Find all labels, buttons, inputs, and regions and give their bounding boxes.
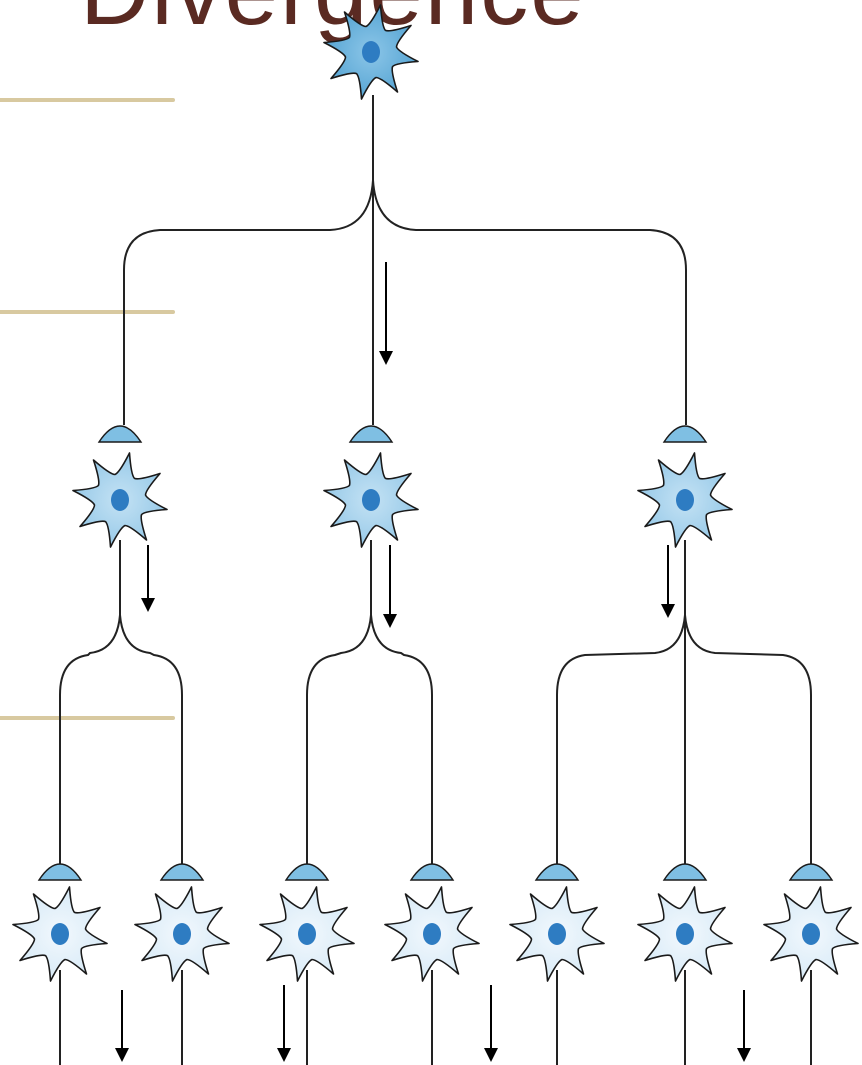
second-order-neuron-3-terminal [662,425,708,443]
third-order-neuron-5-terminal [534,863,580,881]
third-order-neuron-4 [384,886,480,982]
second-order-neuron-1-branch-right [119,614,183,868]
second-order-neuron-1-branch-left [59,614,121,868]
third-order-neuron-2-nucleus [173,923,191,945]
second-order-neuron-2-nucleus [362,489,380,511]
third-order-neuron-1 [12,886,108,982]
second-order-neuron-1-arrow-head [141,598,155,612]
third-order-neuron-2 [134,886,230,982]
axon-branches [59,95,812,1065]
second-order-neuron-1-terminal [97,425,143,443]
third-order-neuron-1-terminal [37,863,83,881]
third-order-neuron-7-terminal [788,863,834,881]
third-order-neuron-5-nucleus [548,923,566,945]
second-order-neuron-1-arrow [141,545,155,612]
neuron-bodies [12,4,859,982]
bottom-arrow-2 [277,985,291,1062]
second-order-neuron-2-terminal [348,425,394,443]
second-order-neuron-2-arrow [383,545,397,628]
branch-left [123,179,374,425]
second-order-neuron-1-nucleus [111,489,129,511]
bottom-arrow-3-head [484,1048,498,1062]
third-order-neuron-6-nucleus [676,923,694,945]
second-order-neuron-3-branch-left [556,614,686,868]
second-order-neuron-3-nucleus [676,489,694,511]
slide-title: Divergence [80,0,586,42]
third-order-neuron-3 [259,886,355,982]
bottom-arrow-4-head [737,1048,751,1062]
branch-right [372,179,687,425]
bottom-arrow-1-head [115,1048,129,1062]
second-order-neuron-3-branch-right [684,614,812,868]
second-order-neuron-1 [72,452,168,548]
second-order-neuron-3-arrow [661,545,675,618]
third-order-neuron-6-terminal [662,863,708,881]
signal-arrows [115,262,751,1062]
presynaptic-neuron-nucleus [362,41,380,63]
synaptic-terminals [37,425,834,881]
bottom-arrow-1 [115,990,129,1062]
second-order-neuron-2-branch-left [306,614,372,868]
bottom-arrow-2-head [277,1048,291,1062]
bottom-arrow-3 [484,985,498,1062]
third-order-neuron-3-terminal [284,863,330,881]
third-order-neuron-7-nucleus [802,923,820,945]
third-order-neuron-1-nucleus [51,923,69,945]
arrow-top [379,262,393,365]
third-order-neuron-4-terminal [409,863,455,881]
second-order-neuron-3-arrow-head [661,604,675,618]
arrow-top-head [379,351,393,365]
third-order-neuron-5 [509,886,605,982]
presynaptic-neuron [323,4,419,100]
third-order-neuron-3-nucleus [298,923,316,945]
guide-lines [0,98,175,720]
second-order-neuron-2-arrow-head [383,614,397,628]
third-order-neuron-4-nucleus [423,923,441,945]
bottom-arrow-4 [737,990,751,1062]
second-order-neuron-2-branch-right [370,614,433,868]
third-order-neuron-6 [637,886,733,982]
third-order-neuron-7 [763,886,859,982]
third-order-neuron-2-terminal [159,863,205,881]
second-order-neuron-3 [637,452,733,548]
second-order-neuron-2 [323,452,419,548]
